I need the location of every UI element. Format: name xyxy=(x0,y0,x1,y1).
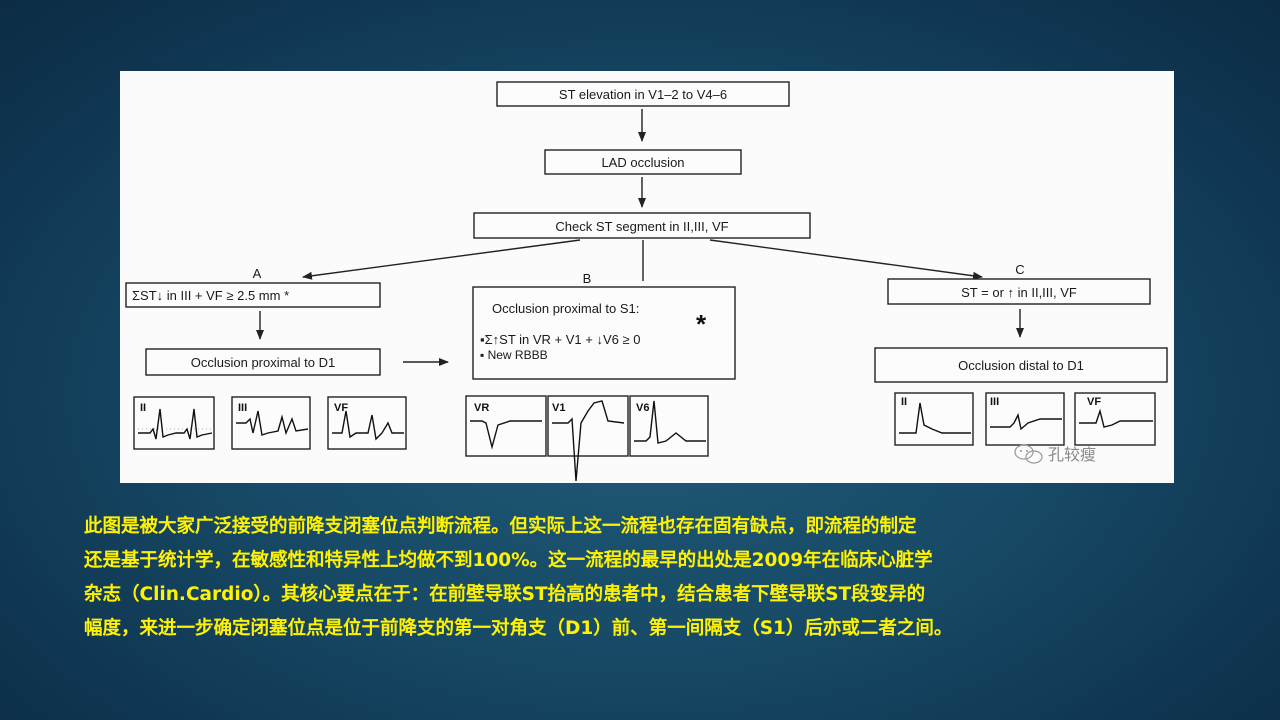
flowchart-figure: ST elevation in V1–2 to V4–6 LAD occlusi… xyxy=(120,71,1174,483)
ecg-panel-c-iii: III xyxy=(985,392,1065,446)
ecg-lead-label: V6 xyxy=(636,402,649,414)
ecg-lead-label: III xyxy=(238,402,247,414)
branch-a-criterion-text: ΣST↓ in III + VF ≥ 2.5 mm * xyxy=(132,288,289,303)
ecg-panel-b-vr: VR xyxy=(465,395,547,457)
st-elevation-text: ST elevation in V1–2 to V4–6 xyxy=(559,87,727,102)
ecg-panel-c-ii: II xyxy=(894,392,974,446)
watermark-text: 孔较瘦 xyxy=(1048,445,1096,464)
lad-occlusion-box xyxy=(544,149,742,175)
ecg-panel-a-vf: VF xyxy=(327,396,407,450)
caption-line-1: 此图是被大家广泛接受的前降支闭塞位点判断流程。但实际上这一流程也存在固有缺点，即… xyxy=(84,516,917,537)
ecg-lead-label: II xyxy=(140,402,146,414)
ecg-lead-label: II xyxy=(901,396,907,408)
ecg-lead-label: III xyxy=(990,396,999,408)
check-st-text: Check ST segment in II,III, VF xyxy=(555,219,728,234)
ecg-panel-b-v1: V1 xyxy=(547,395,629,482)
ecg-lead-label: V1 xyxy=(552,402,565,414)
branch-a-result-box xyxy=(145,348,381,376)
branch-c-criterion-box xyxy=(887,278,1151,305)
caption-line-2: 还是基于统计学，在敏感性和特异性上均做不到100%。这一流程的最早的出处是200… xyxy=(84,550,933,571)
branch-c-result-text: Occlusion distal to D1 xyxy=(958,358,1084,373)
st-elevation-box xyxy=(496,81,790,107)
ecg-lead-label: VR xyxy=(474,402,489,414)
branch-c-result-box xyxy=(874,347,1168,383)
branch-a-criterion-box xyxy=(125,282,381,308)
ecg-v1-wave xyxy=(552,400,625,482)
ecg-panel-a-ii: II xyxy=(133,396,215,450)
flowchart-svg: ST elevation in V1–2 to V4–6 LAD occlusi… xyxy=(125,81,1168,482)
check-st-box xyxy=(473,212,811,239)
branch-b-bullet-1: ▪Σ↑ST in VR + V1 + ↓V6 ≥ 0 xyxy=(480,332,640,347)
branch-b-star: * xyxy=(696,309,707,339)
ecg-lead-label: VF xyxy=(334,402,348,414)
ecg-panel-c-vf: VF xyxy=(1074,392,1156,446)
caption-line-4: 幅度，来进一步确定闭塞位点是位于前降支的第一对角支（D1）前、第一间隔支（S1）… xyxy=(84,618,953,639)
branch-a-label: A xyxy=(253,266,262,281)
caption-line-3: 杂志（Clin.Cardio）。其核心要点在于：在前壁导联ST抬高的患者中，结合… xyxy=(84,584,926,605)
wechat-icon xyxy=(1014,444,1043,464)
branch-b-box xyxy=(472,286,736,380)
ecg-panel-b-v6: V6 xyxy=(629,395,709,457)
lad-occlusion-text: LAD occlusion xyxy=(601,155,684,170)
arrow-to-c xyxy=(709,239,983,280)
arrow-to-a xyxy=(302,239,581,280)
branch-a-result-text: Occlusion proximal to D1 xyxy=(191,355,336,370)
caption-text: 此图是被大家广泛接受的前降支闭塞位点判断流程。但实际上这一流程也存在固有缺点，即… xyxy=(84,510,1204,646)
branch-c-label: C xyxy=(1015,262,1024,277)
branch-b-label: B xyxy=(583,271,592,286)
ecg-panel-a-iii: III xyxy=(231,396,311,450)
branch-b-bullet-2: ▪ New RBBB xyxy=(480,348,548,362)
branch-c-criterion-text: ST = or ↑ in II,III, VF xyxy=(961,285,1077,300)
branch-b-title: Occlusion proximal to S1: xyxy=(492,301,639,316)
ecg-lead-label: VF xyxy=(1087,396,1101,408)
